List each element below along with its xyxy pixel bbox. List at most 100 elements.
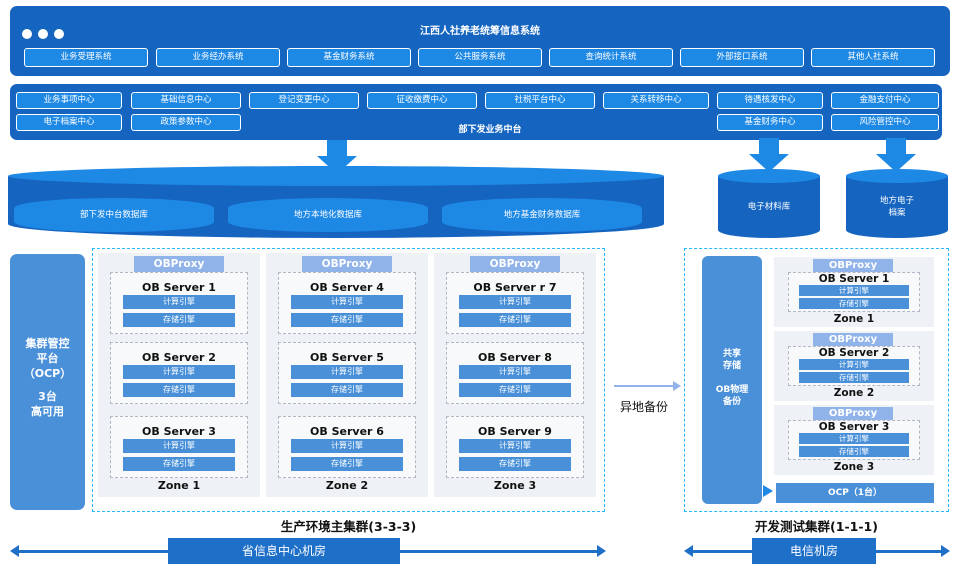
system-business-acceptance[interactable]: 业务受理系统 [24,48,148,67]
storage-engine: 存储引擎 [799,446,909,457]
storage-engine: 存储引擎 [799,372,909,383]
zone-label: Zone 1 [833,313,875,325]
storage-engine: 存储引擎 [459,383,571,397]
ocp-line: 集群管控 [25,337,70,350]
storage-engine: 存储引擎 [799,298,909,309]
dot-icon [38,29,48,39]
shared-line: OB物理 [715,385,749,395]
ob-server-title: OB Server 2 [142,351,216,364]
left-room-label: 省信息中心机房 [168,538,400,564]
ob-server-box[interactable]: OB Server 9 计算引擎 存储引擎 [446,416,584,478]
shared-line: 共享 [722,349,741,359]
arrow-left-icon [684,545,693,557]
obproxy-box[interactable]: OBProxy [134,256,224,272]
center-social-tax[interactable]: 社税平台中心 [485,92,595,109]
zone-label: Zone 1 [157,479,201,492]
compute-engine: 计算引擎 [459,295,571,309]
obproxy-box[interactable]: OBProxy [813,407,893,421]
center-basic-info[interactable]: 基础信息中心 [131,92,241,109]
storage-engine: 存储引擎 [123,457,235,471]
prod-cluster-container [92,248,605,512]
middle-platform-label: 部下发业务中台 [458,125,522,135]
e-archive-db-top [846,169,948,183]
db-ministry-platform[interactable]: 部下发中台数据库 [14,198,214,232]
e-material-db-bottom [718,222,820,238]
system-query-statistics[interactable]: 查询统计系统 [549,48,673,67]
db-local-fund-finance[interactable]: 地方基金财务数据库 [442,198,642,232]
dot-icon [22,29,32,39]
compute-engine: 计算引擎 [291,295,403,309]
right-room-label: 电信机房 [752,538,876,564]
center-financial-payment[interactable]: 金融支付中心 [831,92,939,109]
ob-server-title: OB Server 6 [310,425,384,438]
system-public-service[interactable]: 公共服务系统 [418,48,542,67]
backup-line [614,385,674,387]
e-archive-db-bottom [846,222,948,238]
storage-engine: 存储引擎 [123,313,235,327]
ocp-line: 高可用 [31,405,64,418]
compute-engine: 计算引擎 [799,285,909,296]
center-risk-control[interactable]: 风险管控中心 [831,114,939,131]
shared-line: 备份 [722,397,741,407]
obproxy-box[interactable]: OBProxy [470,256,560,272]
arrow-right-icon [941,545,950,557]
ob-server-title: OB Server 3 [142,425,216,438]
center-relation-transfer[interactable]: 关系转移中心 [603,92,709,109]
arrow-right-icon [597,545,606,557]
ob-server-box[interactable]: OB Server 5 计算引擎 存储引擎 [278,342,416,404]
compute-engine: 计算引擎 [459,365,571,379]
system-business-handling[interactable]: 业务经办系统 [156,48,280,67]
ob-server-title: OB Server 5 [310,351,384,364]
ob-server-title: OB Server 8 [478,351,552,364]
ob-server-box[interactable]: OB Server 6 计算引擎 存储引擎 [278,416,416,478]
ob-server-box[interactable]: OB Server 4 计算引擎 存储引擎 [278,272,416,334]
center-benefit-issue[interactable]: 待遇核发中心 [717,92,823,109]
ob-server-title: OB Server 1 [818,273,890,285]
system-other-hr[interactable]: 其他人社系统 [811,48,935,67]
dev-ocp-box[interactable]: OCP（1台） [776,483,934,503]
ob-server-title: OB Server r 7 [473,281,557,294]
ob-server-box[interactable]: OB Server 3 计算引擎 存储引擎 [788,420,920,460]
ob-server-box[interactable]: OB Server 2 计算引擎 存储引擎 [110,342,248,404]
e-archive-db-body [846,176,948,230]
compute-engine: 计算引擎 [291,439,403,453]
arrow-right-icon [763,485,773,497]
center-e-archives[interactable]: 电子档案中心 [16,114,122,131]
prod-cluster-caption: 生产环境主集群(3-3-3) [280,519,417,534]
center-business-items[interactable]: 业务事项中心 [16,92,122,109]
zone-label: Zone 2 [325,479,369,492]
obproxy-box[interactable]: OBProxy [813,259,893,273]
ob-server-box[interactable]: OB Server 2 计算引擎 存储引擎 [788,346,920,386]
obproxy-box[interactable]: OBProxy [302,256,392,272]
center-registration-change[interactable]: 登记变更中心 [249,92,359,109]
compute-engine: 计算引擎 [799,433,909,444]
center-collection-payment[interactable]: 征收缴费中心 [367,92,477,109]
system-fund-finance[interactable]: 基金财务系统 [287,48,411,67]
system-external-interface[interactable]: 外部接口系统 [680,48,804,67]
zone-label: Zone 3 [493,479,537,492]
ob-server-title: OB Server 1 [142,281,216,294]
center-policy-parameters[interactable]: 政策参数中心 [131,114,241,131]
compute-engine: 计算引擎 [459,439,571,453]
e-material-db-body [718,176,820,230]
ob-server-box[interactable]: OB Server 1 计算引擎 存储引擎 [788,272,920,312]
ocp-line: 3台 [38,390,57,403]
storage-engine: 存储引擎 [459,313,571,327]
db-local-localization[interactable]: 地方本地化数据库 [228,198,428,232]
e-material-db-top [718,169,820,183]
obproxy-box[interactable]: OBProxy [813,333,893,347]
center-fund-finance[interactable]: 基金财务中心 [717,114,823,131]
ob-server-title: OB Server 9 [478,425,552,438]
dev-shared-storage-panel[interactable]: 共享 存储 OB物理 备份 [702,256,762,504]
compute-engine: 计算引擎 [123,439,235,453]
ob-server-box[interactable]: OB Server 8 计算引擎 存储引擎 [446,342,584,404]
prod-ocp-panel[interactable]: 集群管控 平台 （OCP） 3台 高可用 [10,254,85,510]
storage-engine: 存储引擎 [459,457,571,471]
e-archive-db-label: 地方电子 档案 [846,195,948,219]
ob-server-box[interactable]: OB Server 3 计算引擎 存储引擎 [110,416,248,478]
ocp-line: 平台 [36,352,59,365]
backup-label: 异地备份 [619,400,668,414]
ob-server-box[interactable]: OB Server 1 计算引擎 存储引擎 [110,272,248,334]
e-archive-line1: 地方电子 [879,196,914,206]
ob-server-box[interactable]: OB Server r 7 计算引擎 存储引擎 [446,272,584,334]
